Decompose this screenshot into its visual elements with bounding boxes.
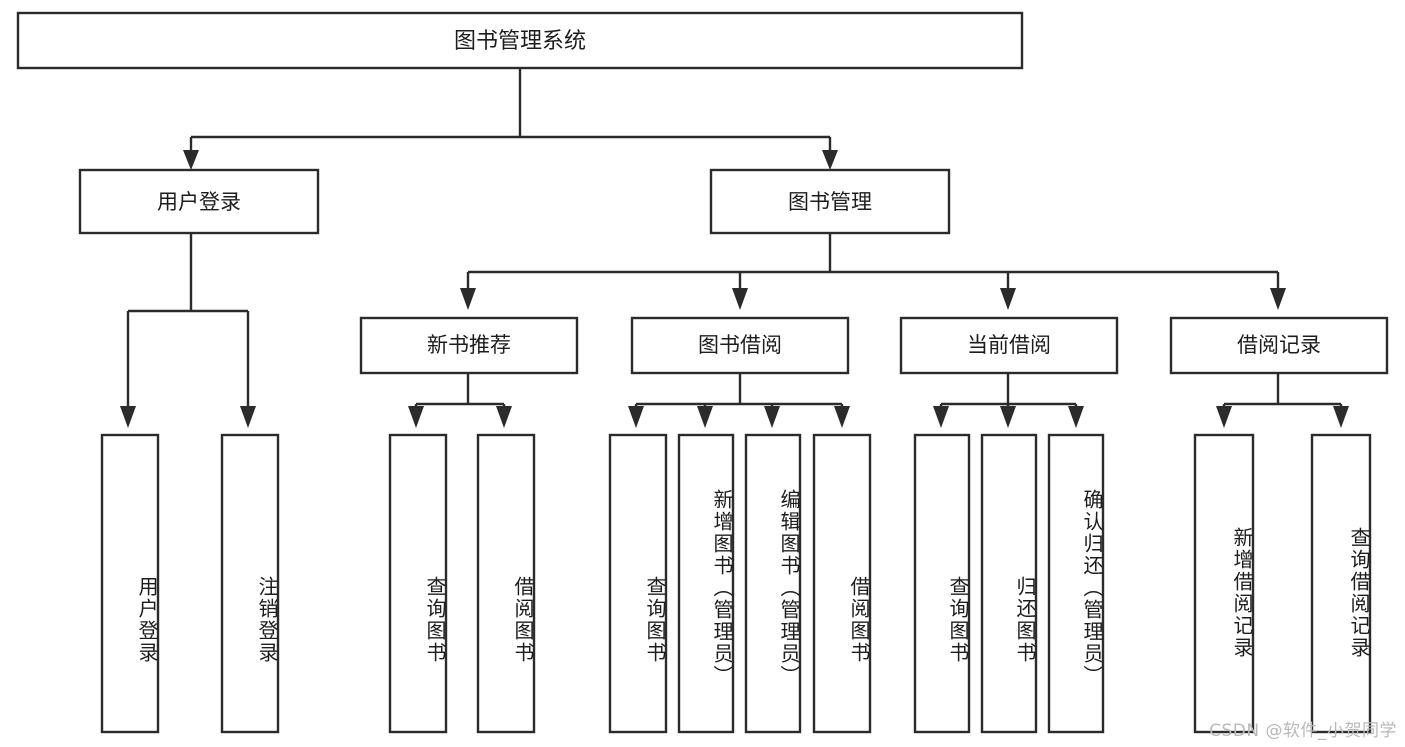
node-leaf-query-book-1-box[interactable] — [388, 433, 448, 734]
arrow-head-new-book-recommend — [460, 288, 476, 310]
node-root-box[interactable] — [16, 11, 1024, 70]
arrow-head-leaf-return-book — [1000, 406, 1016, 428]
node-leaf-query-book-2-box[interactable] — [608, 433, 668, 734]
arrow-head-leaf-confirm-return-admin — [1068, 406, 1084, 428]
node-book-management-label: 图书管理 — [788, 190, 872, 214]
arrow-head-book-borrow — [732, 288, 748, 310]
node-book-management[interactable]: 图书管理 — [709, 168, 951, 235]
arrow-head-leaf-borrow-book-2 — [834, 406, 850, 428]
arrow-head-borrow-records — [1270, 288, 1286, 310]
node-book-borrow-label: 图书借阅 — [698, 333, 782, 357]
arrow-head-current-borrow — [1000, 288, 1016, 310]
connector-layer — [120, 68, 1349, 428]
node-leaf-query-borrow-record-box[interactable] — [1310, 433, 1372, 734]
node-book-borrow[interactable]: 图书借阅 — [630, 316, 850, 375]
node-leaf-user-login-box[interactable] — [100, 433, 160, 734]
node-leaf-query-book-3-box[interactable] — [913, 433, 971, 734]
node-current-borrow-label: 当前借阅 — [967, 333, 1051, 357]
node-book-management-box[interactable] — [709, 168, 951, 235]
arrow-head-leaf-edit-book-admin — [764, 406, 780, 428]
arrow-head-leaf-logout-login — [240, 406, 256, 428]
arrow-head-leaf-borrow-book-1 — [496, 406, 512, 428]
node-leaf-borrow-book-1-box[interactable] — [476, 433, 536, 734]
node-leaf-borrow-book-2-box[interactable] — [812, 433, 872, 734]
node-root[interactable]: 图书管理系统 — [16, 11, 1024, 70]
arrow-head-leaf-query-book-3 — [933, 406, 949, 428]
node-leaf-return-book-box[interactable] — [980, 433, 1038, 734]
arrow-head-user-login — [183, 150, 199, 170]
leaf-node-layer — [100, 433, 1372, 734]
node-borrow-records-box[interactable] — [1169, 316, 1389, 375]
arrow-head-leaf-add-book-admin — [697, 406, 713, 428]
arrow-head-leaf-query-book-1 — [408, 406, 424, 428]
node-leaf-confirm-return-admin-box[interactable] — [1047, 433, 1105, 734]
arrow-head-leaf-query-book-2 — [628, 406, 644, 428]
node-root-label: 图书管理系统 — [454, 29, 586, 54]
node-leaf-add-borrow-record-box[interactable] — [1193, 433, 1255, 734]
node-leaf-logout-login-box[interactable] — [220, 433, 280, 734]
csdn-watermark: CSDN @软件_小贺同学 — [1209, 721, 1397, 741]
node-leaf-add-book-admin-box[interactable] — [677, 433, 735, 734]
node-leaf-edit-book-admin-box[interactable] — [744, 433, 802, 734]
node-book-borrow-box[interactable] — [630, 316, 850, 375]
arrow-head-leaf-query-borrow-record — [1333, 406, 1349, 428]
node-current-borrow[interactable]: 当前借阅 — [899, 316, 1119, 375]
node-borrow-records-label: 借阅记录 — [1237, 333, 1321, 357]
node-new-book-recommend-box[interactable] — [359, 316, 579, 375]
node-user-login-label: 用户登录 — [157, 190, 241, 214]
arrow-head-leaf-user-login — [120, 406, 136, 428]
node-current-borrow-box[interactable] — [899, 316, 1119, 375]
node-new-book-recommend[interactable]: 新书推荐 — [359, 316, 579, 375]
node-user-login-box[interactable] — [78, 168, 320, 235]
node-borrow-records[interactable]: 借阅记录 — [1169, 316, 1389, 375]
node-user-login[interactable]: 用户登录 — [78, 168, 320, 235]
arrow-head-book-management — [822, 150, 838, 170]
arrow-head-leaf-add-borrow-record — [1216, 406, 1232, 428]
node-new-book-recommend-label: 新书推荐 — [427, 333, 511, 357]
